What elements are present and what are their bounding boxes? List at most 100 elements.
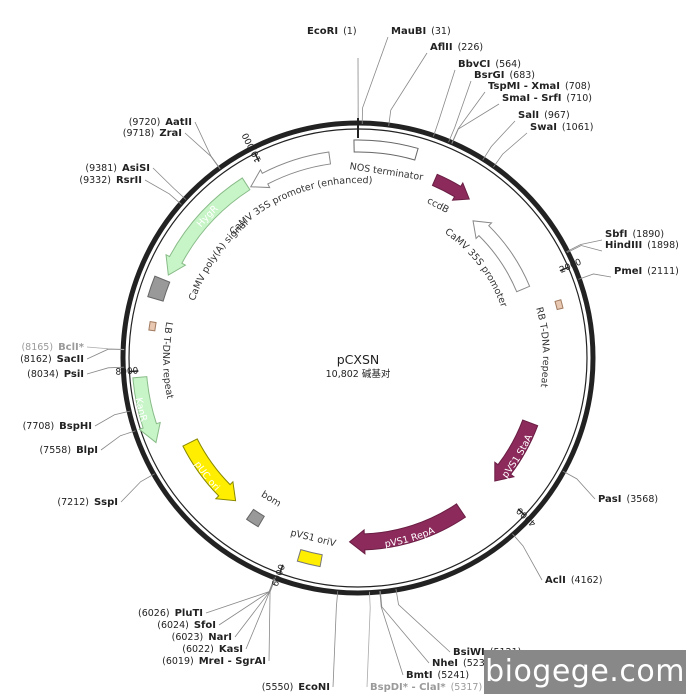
site-name: PasI: [598, 494, 621, 505]
site-name: BsrGI: [474, 70, 504, 81]
site-connector: [379, 590, 404, 676]
site-connector: [493, 132, 528, 168]
site-connector: [366, 591, 371, 688]
site-aflii: AflII(226): [430, 42, 483, 53]
site-position: (967): [544, 110, 570, 121]
feature-pvs1-repa: pVS1 RepA: [348, 503, 467, 555]
site-name: SfoI: [194, 620, 216, 631]
site-nhei: NheI(5237): [432, 658, 495, 669]
feature-label: bom: [259, 489, 283, 509]
site-label: (7212)SspI: [57, 497, 118, 508]
site-label: (6024)SfoI: [157, 620, 216, 631]
site-connector: [482, 120, 516, 161]
feature-shape: [494, 419, 539, 482]
site-position: (1898): [647, 240, 679, 251]
site-connector: [86, 346, 125, 350]
feature-camv-35s-promoter: CaMV 35S promoter: [443, 220, 531, 309]
site-position: (3568): [626, 494, 658, 505]
site-position: (7708): [23, 421, 55, 432]
feature-pvs1-staa: pVS1 StaA: [494, 419, 539, 482]
site-bmti: BmtI(5241): [406, 670, 469, 681]
site-position: (683): [509, 70, 535, 81]
site-nari: (6023) NarI: [172, 632, 232, 643]
site-label: AflII(226): [430, 42, 483, 53]
site-name: BclI*: [58, 342, 85, 353]
site-connector: [379, 590, 430, 664]
site-connector: [388, 52, 428, 127]
site-name: BspDI* - ClaI*: [370, 682, 446, 693]
feature-pvs1-oriv: pVS1 oriV: [289, 528, 337, 568]
site-name: EcoNI: [298, 682, 330, 693]
site-label: (9381)AsiSI: [85, 163, 150, 174]
site-label: SbfI(1890): [605, 229, 664, 240]
site-swai: SwaI(1061): [530, 122, 594, 133]
site-name: BsiWI: [453, 647, 485, 658]
site-label: (8162)SacII: [20, 354, 84, 365]
site-label: MauBI(31): [391, 26, 451, 37]
site-connector: [205, 576, 276, 614]
site-connector: [448, 80, 472, 143]
site-name: PsiI: [64, 369, 84, 380]
site-connector: [120, 473, 155, 503]
site-sspi: (7212)SspI: [57, 497, 118, 508]
feature-shape: [148, 320, 157, 332]
site-position: (226): [458, 42, 484, 53]
site-label: PasI (3568): [598, 494, 658, 505]
feature-shape: [165, 177, 251, 276]
site-name: HindIII: [605, 240, 642, 251]
site-tspmi-xmai: TspMI - XmaI(708): [488, 81, 591, 92]
site-position: (7558): [39, 445, 71, 456]
site-smai-srfi: SmaI - SrfI(710): [502, 93, 592, 104]
feature-label: CaMV 35S promoter (enhanced): [228, 175, 373, 237]
site-position: (710): [566, 93, 592, 104]
site-position: (1061): [562, 122, 594, 133]
feature-shape: [348, 503, 467, 555]
plasmid-size: 10,802 碱基对: [326, 368, 391, 380]
tick-mark: [254, 153, 260, 162]
site-label: BbvCI(564): [458, 59, 521, 70]
site-name: EcoRI: [307, 26, 338, 37]
site-connector: [100, 430, 136, 451]
site-connector: [194, 121, 221, 170]
site-name: MreI - SgrAI: [199, 656, 266, 667]
feature-bom: bom: [245, 489, 283, 528]
site-position: (1): [343, 26, 356, 37]
site-pluti: (6026)PluTI: [138, 608, 203, 619]
site-rsrii: (9332)RsrII: [79, 175, 142, 186]
site-label: (6019)MreI - SgrAI: [162, 656, 266, 667]
site-acli: AclI(4162): [545, 575, 602, 586]
center-label: pCXSN 10,802 碱基对: [326, 352, 391, 380]
tick-label: 8000: [115, 366, 139, 377]
feature-shape: [245, 508, 265, 528]
site-connector: [86, 348, 125, 360]
site-sbfi: SbfI(1890): [605, 229, 664, 240]
tick-mark: [279, 564, 284, 574]
feature-label-path: CaMV 35S promoter (enhanced): [228, 175, 373, 237]
site-name: AclI: [545, 575, 566, 586]
site-name: NarI: [208, 632, 232, 643]
watermark-logo: biogege.com: [484, 650, 686, 694]
site-position: (6023): [172, 632, 204, 643]
site-connector: [94, 410, 131, 427]
site-name: BmtI: [406, 670, 433, 681]
site-position: (1890): [632, 229, 664, 240]
site-connector-lines: [86, 36, 612, 688]
site-connector: [361, 36, 389, 125]
site-name: NheI: [432, 658, 458, 669]
site-name: RsrII: [116, 175, 142, 186]
site-connector: [332, 591, 339, 688]
site-label: TspMI - XmaI(708): [488, 81, 591, 92]
site-pasi: PasI (3568): [598, 494, 658, 505]
site-position: (9381): [85, 163, 117, 174]
site-label: BsrGI (683): [474, 70, 535, 81]
site-label: SalI(967): [518, 110, 570, 121]
feature-shape: [182, 438, 237, 502]
feature-shape: [132, 376, 161, 444]
site-hindiii: HindIII (1898): [605, 240, 679, 251]
site-label: SwaI(1061): [530, 122, 594, 133]
feature-shape: [554, 299, 564, 311]
site-label: (5550)EcoNI: [262, 682, 330, 693]
feature-label-path: RB T-DNA repeat: [533, 306, 551, 388]
feature-shape: [147, 275, 171, 302]
site-label: BmtI(5241): [406, 670, 469, 681]
